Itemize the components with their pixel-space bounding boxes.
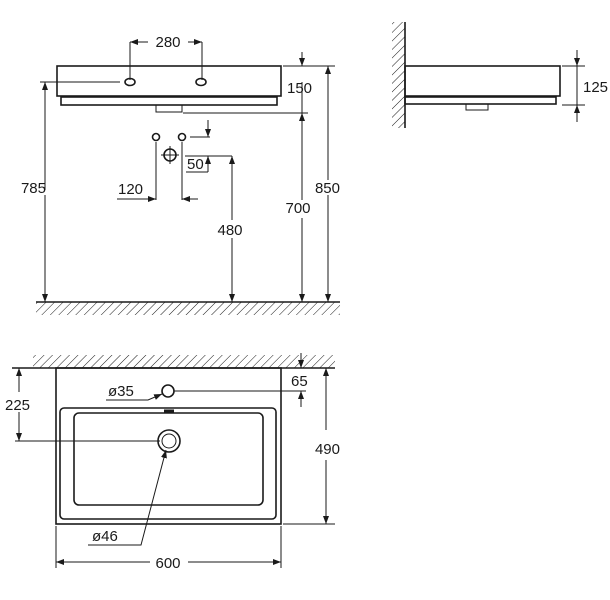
side-view: 125 (392, 22, 608, 128)
top-view: ø35 65 490 225 ø46 600 (5, 353, 340, 572)
dim-600: 600 (155, 555, 180, 572)
dim-850: 850 (315, 180, 340, 197)
dim-150: 150 (287, 80, 312, 97)
basin-front (56, 65, 282, 97)
dim-785: 785 (21, 180, 46, 197)
valve-connection (177, 132, 187, 142)
floor-hatch (36, 302, 340, 315)
dim-480: 480 (217, 222, 242, 239)
wall-hatch (392, 22, 405, 128)
dim-120: 120 (118, 181, 143, 198)
wall-hatch (33, 355, 335, 368)
dim-700: 700 (285, 200, 310, 217)
overflow-hole (161, 384, 175, 398)
drain-outlet (155, 105, 183, 113)
front-view: 280 785 150 700 850 50 120 480 (21, 34, 340, 315)
dim-280: 280 (155, 34, 180, 51)
basin-base (60, 96, 278, 106)
dim-50: 50 (187, 156, 204, 173)
basin-top (55, 367, 282, 525)
basin-side (404, 65, 561, 97)
tap-hole (195, 77, 207, 87)
dim-125: 125 (583, 79, 608, 96)
valve-connection (151, 132, 161, 142)
dim-overflow-diameter: ø35 (108, 383, 134, 400)
dim-490: 490 (315, 441, 340, 458)
bowl (73, 412, 264, 506)
dim-225: 225 (5, 397, 30, 414)
dim-drain-diameter: ø46 (92, 528, 118, 545)
dim-65: 65 (291, 373, 308, 390)
drain (157, 429, 181, 453)
